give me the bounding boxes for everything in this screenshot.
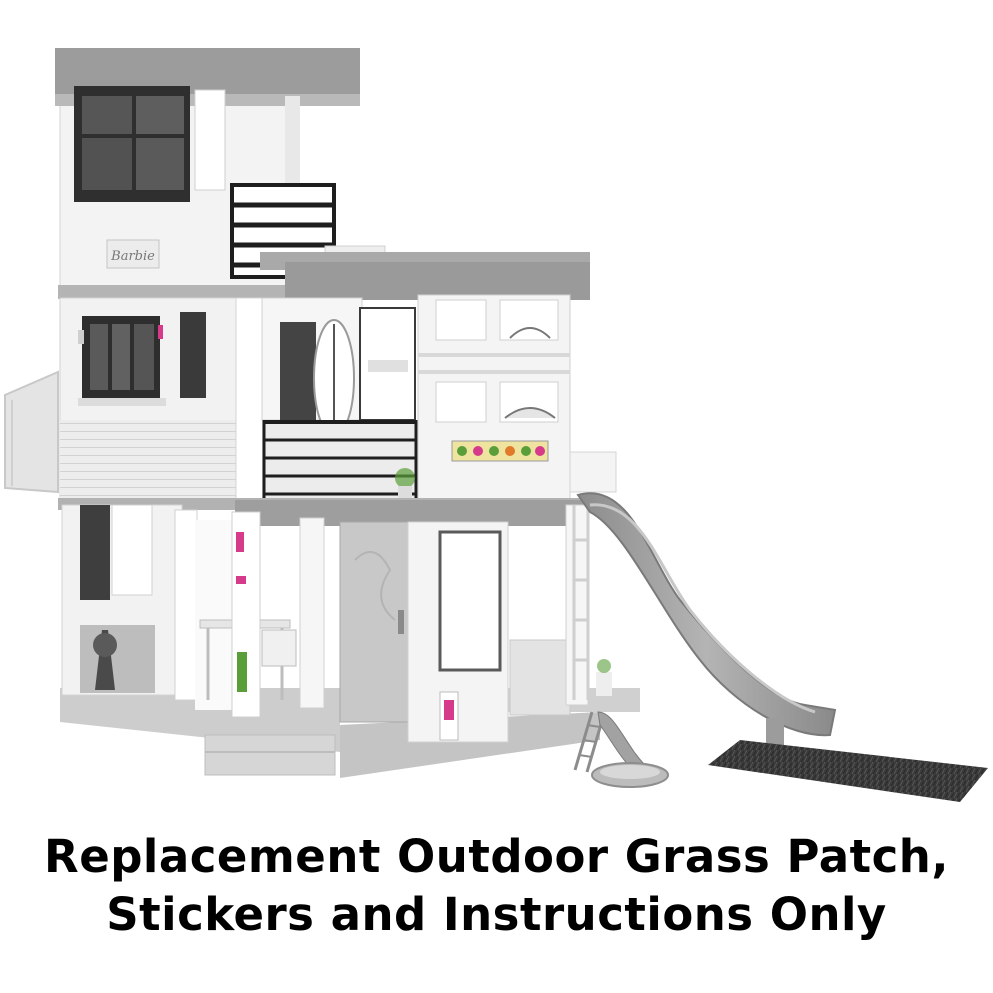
second-floor-left [58,285,588,505]
ground-floor [58,498,612,743]
caption-line-2: Stickers and Instructions Only [106,888,887,941]
side-ladder [572,505,590,700]
mini-slide-and-pool [573,711,669,788]
second-floor-right [260,252,617,511]
caption-line-1: Replacement Outdoor Grass Patch, [44,830,949,883]
top-floor: Barbie [55,48,386,296]
caption: Replacement Outdoor Grass Patch, Sticker… [0,828,993,944]
balcony-railing [262,420,418,505]
dreamhouse-photo: Barbie [4,48,988,802]
left-side-panel [4,370,59,494]
barbie-sign: Barbie [110,249,155,264]
grass-patch [708,740,988,802]
big-slide [576,492,837,758]
